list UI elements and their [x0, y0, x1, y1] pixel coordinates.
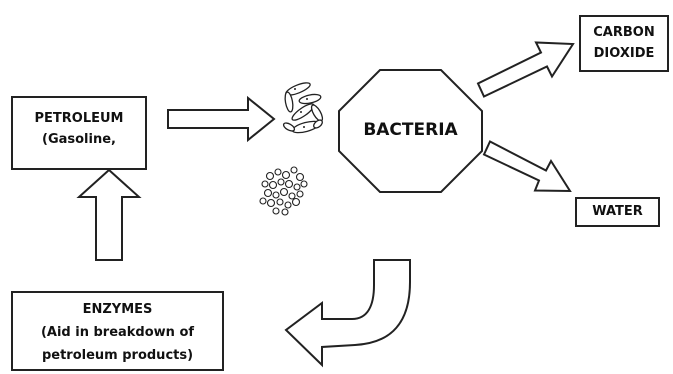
water-box: WATER	[575, 197, 660, 227]
coccus-bacteria-cluster	[260, 167, 307, 215]
arrow-petroleum-to-bacteria	[168, 98, 274, 140]
water-label: WATER	[592, 204, 643, 219]
arrow-bacteria-to-water	[484, 142, 570, 192]
enzymes-desc-line2: petroleum products)	[13, 344, 222, 367]
enzymes-title: ENZYMES	[13, 298, 222, 321]
petroleum-title: PETROLEUM	[13, 108, 145, 129]
enzymes-box: ENZYMES (Aid in breakdown of petroleum p…	[11, 291, 224, 371]
bacteria-label: BACTERIA	[343, 110, 478, 150]
petroleum-box: PETROLEUM (Gasoline,	[11, 96, 147, 170]
petroleum-subtitle: (Gasoline,	[13, 129, 145, 150]
arrow-enzymes-to-petroleum	[79, 170, 139, 260]
carbon-dioxide-line1: CARBON	[581, 22, 667, 43]
carbon-dioxide-line2: DIOXIDE	[581, 43, 667, 64]
arrow-bacteria-to-enzymes	[286, 260, 410, 365]
arrow-bacteria-to-carbon-dioxide	[478, 43, 573, 97]
carbon-dioxide-box: CARBON DIOXIDE	[579, 15, 669, 72]
enzymes-desc-line1: (Aid in breakdown of	[13, 321, 222, 344]
